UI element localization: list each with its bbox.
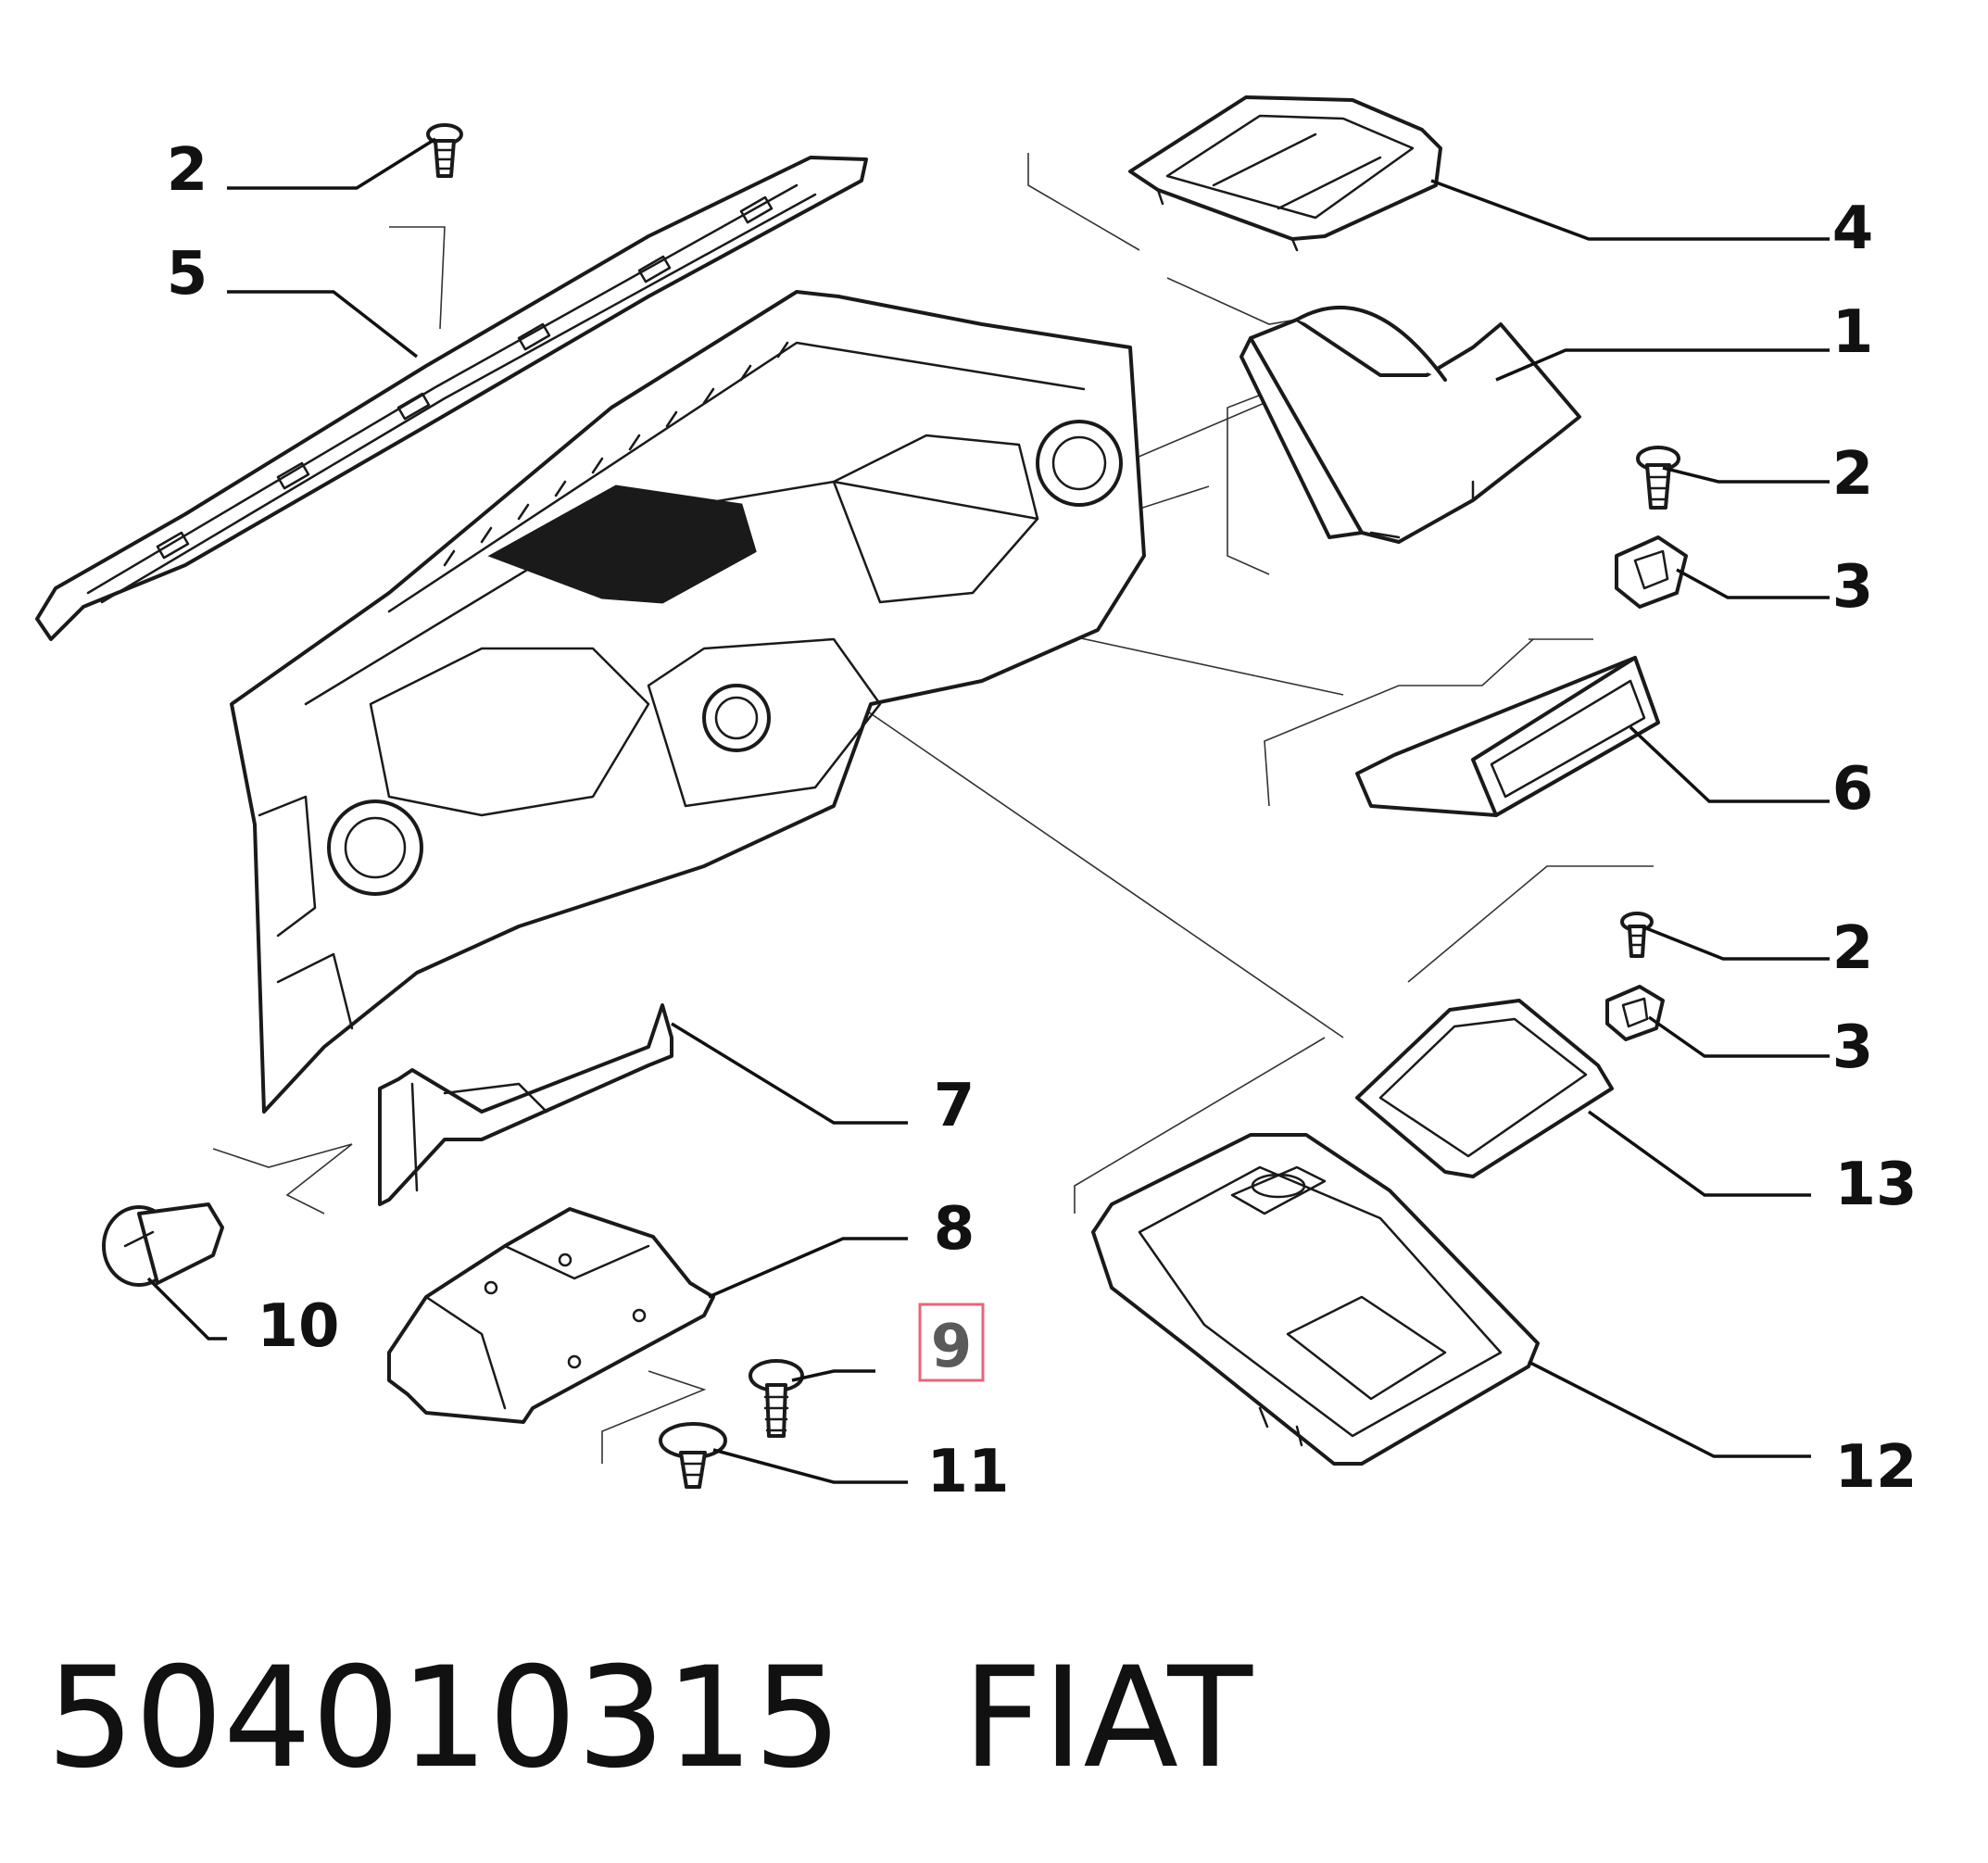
brand-name: FIAT [962,1638,1253,1799]
callout-8: 8 [934,1195,975,1264]
part-9-pin [749,1359,804,1438]
callout-3-mid: 3 [1832,553,1874,622]
screw-2-top [426,123,463,178]
part-6-box [1355,656,1660,817]
part-7-trim [378,1003,673,1206]
callout-2-mid: 2 [1832,440,1874,509]
screw-2-mid [1636,446,1680,510]
callout-13: 13 [1834,1151,1917,1219]
clip-3-lower [1605,985,1665,1041]
callout-10: 10 [257,1292,339,1361]
clip-3-mid [1615,535,1688,609]
callout-5: 5 [167,240,208,308]
callout-2-lower: 2 [1832,914,1874,983]
part-13-mat [1355,999,1614,1178]
part-10-plug [102,1202,224,1287]
part-11-push-clip [659,1422,727,1489]
callout-3-lower: 3 [1832,1013,1874,1082]
part-12-console [1091,1133,1540,1466]
callout-12: 12 [1834,1433,1917,1502]
highlight-box [918,1303,985,1382]
callout-2-top: 2 [167,136,208,205]
dashboard-frame [230,290,1146,1114]
display-panel [487,485,757,604]
footer: 504010315 FIAT [46,1640,1899,1797]
callout-6: 6 [1832,755,1874,824]
part-8-bracket [387,1207,715,1424]
parts-diagram: 2 5 4 1 2 3 6 2 3 13 7 8 9 10 11 12 [35,95,1918,1506]
callout-9: 9 [931,1313,973,1381]
part-number: 504010315 [46,1638,842,1799]
callout-4: 4 [1832,195,1874,263]
part-1-storage-bin [1239,306,1581,544]
part-4-top-tray [1128,95,1442,252]
callout-11: 11 [926,1438,1009,1506]
callout-7: 7 [934,1072,975,1140]
callout-1: 1 [1832,298,1874,367]
part-5-top-strip [35,156,868,641]
leader-lines [146,137,1830,1484]
callout-labels: 2 5 4 1 2 3 6 2 3 13 7 8 9 10 11 12 [167,136,1918,1506]
screw-2-lower [1620,912,1654,958]
